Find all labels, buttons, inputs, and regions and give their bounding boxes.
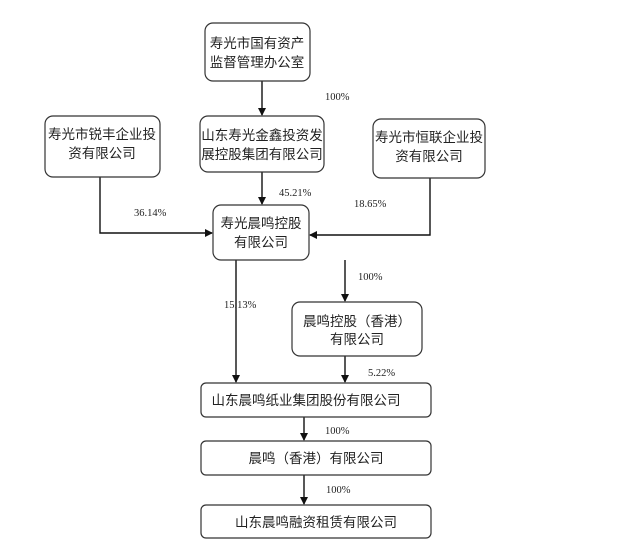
edge-label-henglian-holding: 18.65% bbox=[354, 199, 387, 210]
node-label: 山东晨鸣纸业集团股份有限公司 bbox=[212, 392, 401, 409]
edge-label-hkholding-paper: 5.22% bbox=[368, 368, 395, 379]
edge-label-jinxin-holding: 45.21% bbox=[279, 188, 312, 199]
node-label: 寿光晨鸣控股 bbox=[221, 215, 302, 232]
node-chenming-hk-holding: 晨鸣控股（香港） 有限公司 bbox=[291, 301, 423, 357]
node-label: 寿光市国有资产 bbox=[210, 35, 305, 52]
node-label: 山东晨鸣融资租赁有限公司 bbox=[235, 514, 397, 531]
edge-label-hk-leasing: 100% bbox=[326, 485, 351, 496]
node-label: 资有限公司 bbox=[68, 146, 136, 162]
node-jinxin: 山东寿光金鑫投资发 展控股集团有限公司 bbox=[199, 115, 325, 173]
node-chenming-hk: 晨鸣（香港）有限公司 bbox=[200, 440, 432, 476]
node-sasac: 寿光市国有资产 监督管理办公室 bbox=[204, 22, 311, 82]
node-ruifeng: 寿光市锐丰企业投 资有限公司 bbox=[44, 115, 161, 178]
node-label: 有限公司 bbox=[234, 235, 288, 251]
node-label: 晨鸣（香港）有限公司 bbox=[249, 450, 384, 467]
arrow-ruifeng-holding bbox=[99, 177, 213, 237]
node-label: 展控股集团有限公司 bbox=[201, 147, 323, 163]
node-label: 山东寿光金鑫投资发 bbox=[201, 127, 323, 144]
node-label: 晨鸣控股（香港） bbox=[303, 313, 411, 330]
node-henglian: 寿光市恒联企业投 资有限公司 bbox=[372, 118, 486, 179]
node-label: 寿光市锐丰企业投 bbox=[48, 126, 156, 143]
node-label: 寿光市恒联企业投 bbox=[375, 129, 483, 146]
edge-label-paper-hk: 100% bbox=[325, 426, 350, 437]
node-label: 资有限公司 bbox=[395, 149, 463, 165]
node-label: 监督管理办公室 bbox=[210, 54, 305, 71]
node-label: 有限公司 bbox=[330, 332, 384, 348]
edge-label-holding-hkholding: 100% bbox=[358, 272, 383, 283]
node-chenming-holding: 寿光晨鸣控股 有限公司 bbox=[212, 204, 310, 261]
edge-label-holding-paper: 15.13% bbox=[224, 300, 257, 311]
node-leasing: 山东晨鸣融资租赁有限公司 bbox=[200, 504, 432, 539]
node-paper: 山东晨鸣纸业集团股份有限公司 bbox=[200, 382, 432, 418]
arrow-henglian-holding bbox=[309, 178, 431, 239]
edge-label-sasac-jinxin: 100% bbox=[325, 92, 350, 103]
edge-label-ruifeng-holding: 36.14% bbox=[134, 208, 167, 219]
